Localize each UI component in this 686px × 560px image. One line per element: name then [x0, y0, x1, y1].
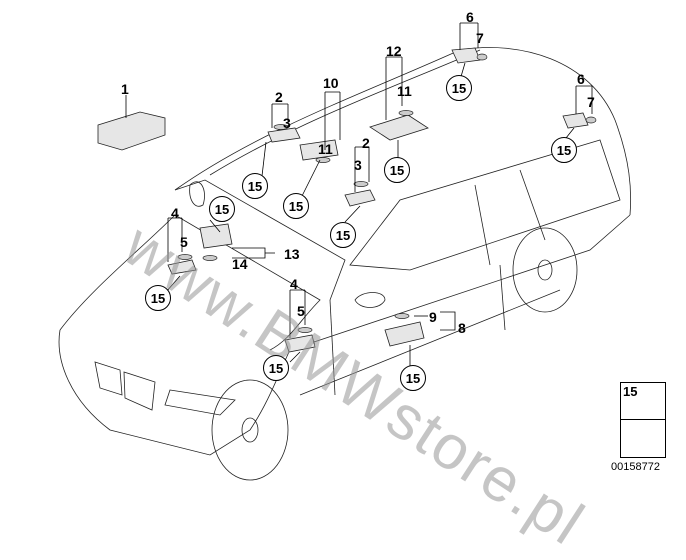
- kidney-grille-left: [94, 361, 123, 396]
- callout-6: 6: [466, 9, 474, 25]
- rear-wheel-hub: [537, 259, 553, 281]
- part-5-bulb-a: [177, 254, 193, 260]
- callout-11: 11: [397, 83, 412, 99]
- part-2-reading-light-right: [344, 189, 376, 207]
- part-14-bulb: [202, 255, 218, 261]
- part-3-bulb-b: [353, 181, 369, 187]
- car-side-windows: [349, 139, 621, 271]
- part-1-control-unit: [97, 111, 166, 151]
- callout-1: 1: [121, 81, 129, 97]
- circled-callout-15: 15: [384, 157, 410, 183]
- part-13-glovebox-light: [199, 223, 233, 249]
- part-11-bulb-b: [398, 110, 414, 116]
- headlight: [164, 389, 236, 416]
- car-roof-rail: [209, 49, 481, 176]
- callout-13: 13: [284, 246, 300, 262]
- interior-mirror: [189, 181, 205, 207]
- callout-6: 6: [577, 71, 585, 87]
- callout-11: 11: [318, 141, 333, 157]
- mirror: [354, 292, 386, 308]
- circled-callout-15: 15: [242, 173, 268, 199]
- kidney-grille-right: [123, 371, 156, 411]
- part-2-reading-light-left: [267, 127, 301, 143]
- part-9-bulb: [394, 313, 410, 319]
- callout-14: 14: [232, 256, 248, 272]
- car-front-door: [329, 299, 336, 396]
- car-side-sill: [299, 289, 561, 396]
- callout-4: 4: [290, 276, 298, 292]
- car-side-lower: [289, 214, 631, 351]
- callout-3: 3: [283, 115, 291, 131]
- circled-callout-15: 15: [145, 285, 171, 311]
- circled-callout-15: 15: [209, 196, 235, 222]
- circled-callout-15: 15: [263, 355, 289, 381]
- legend-box: 15: [620, 382, 666, 458]
- circled-callout-15: 15: [283, 193, 309, 219]
- part-6-rear-light-b: [562, 112, 589, 129]
- callout-2: 2: [275, 89, 283, 105]
- legend-number: 15: [623, 384, 638, 399]
- front-wheel-hub: [241, 417, 259, 443]
- part-10-light-unit: [299, 139, 339, 161]
- car-b-pillar: [474, 184, 491, 266]
- callout-7: 7: [476, 30, 484, 46]
- callout-2: 2: [362, 135, 370, 151]
- callout-10: 10: [323, 75, 339, 91]
- legend-divider: [621, 419, 665, 420]
- circled-callout-15: 15: [330, 222, 356, 248]
- callout-3: 3: [354, 157, 362, 173]
- part-7-bulb-b: [585, 116, 597, 124]
- part-5-bulb-b: [297, 327, 313, 333]
- callout-12: 12: [386, 43, 402, 59]
- part-4-footwell-light-center: [284, 334, 316, 353]
- part-12-roof-panel: [369, 114, 429, 141]
- circled-callout-15: 15: [446, 75, 472, 101]
- callout-8: 8: [458, 320, 466, 336]
- part-7-bulb-a: [476, 53, 488, 61]
- front-wheel: [211, 379, 289, 481]
- part-4-footwell-light-left: [167, 259, 197, 275]
- rear-wheel: [512, 227, 578, 313]
- car-rear-door: [499, 264, 506, 331]
- part-6-rear-light-a: [451, 47, 481, 64]
- part-11-bulb-a: [315, 157, 331, 163]
- part-3-bulb-a: [273, 124, 289, 130]
- callout-5: 5: [297, 303, 305, 319]
- circled-callout-15: 15: [551, 137, 577, 163]
- callout-7: 7: [587, 94, 595, 110]
- diagram-code: 00158772: [611, 461, 660, 473]
- part-8-door-light: [384, 321, 425, 347]
- callout-9: 9: [429, 309, 437, 325]
- circled-callout-15: 15: [400, 365, 426, 391]
- callout-4: 4: [171, 205, 179, 221]
- callout-5: 5: [180, 234, 188, 250]
